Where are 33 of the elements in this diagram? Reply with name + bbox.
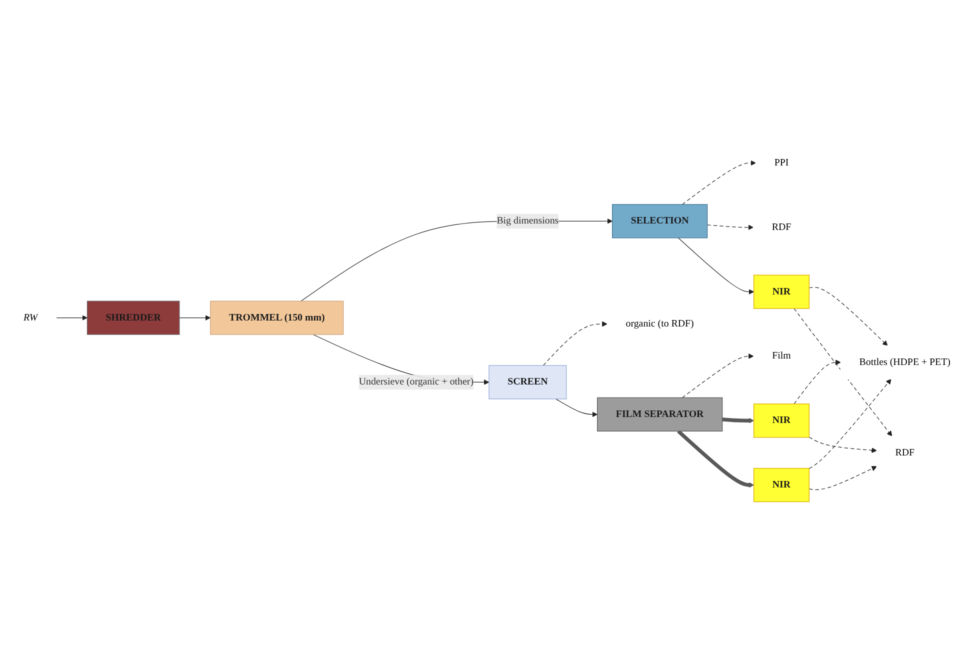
node-box: SCREEN bbox=[488, 365, 567, 400]
arrow bbox=[722, 418, 754, 424]
node-box: NIR bbox=[754, 274, 810, 309]
arrow bbox=[794, 360, 841, 404]
arrow bbox=[682, 353, 754, 398]
node-box: FILM SEPARATOR bbox=[597, 397, 723, 432]
node-text: RDF bbox=[772, 222, 792, 232]
arrow bbox=[794, 308, 892, 436]
node-box: SHREDDER bbox=[86, 300, 180, 335]
arrow bbox=[542, 321, 608, 366]
arrow bbox=[808, 287, 888, 346]
edge-label: Big dimensions bbox=[496, 216, 559, 226]
arrow bbox=[682, 160, 756, 205]
arrow bbox=[179, 315, 211, 321]
node-box: SELECTION bbox=[612, 204, 708, 238]
arrow bbox=[808, 378, 892, 469]
node-text: Bottles (HDPE + PET) bbox=[859, 356, 950, 368]
arrow bbox=[677, 430, 754, 488]
node-box: TROMMEL (150 mm) bbox=[210, 300, 344, 335]
node-box: NIR bbox=[754, 404, 810, 438]
node-text: organic (to RDF) bbox=[626, 318, 694, 329]
edge-label: Undersieve (organic + other) bbox=[358, 376, 474, 388]
arrow bbox=[678, 238, 754, 295]
arrow bbox=[555, 398, 598, 418]
node-text: RDF bbox=[895, 447, 914, 458]
node-box: NIR bbox=[754, 468, 810, 502]
node-text: RW bbox=[24, 312, 38, 323]
node-text: Film bbox=[772, 350, 791, 362]
arrow bbox=[808, 436, 877, 453]
arrow bbox=[56, 315, 88, 321]
arrow bbox=[707, 224, 754, 230]
node-text: PPI bbox=[774, 157, 789, 168]
arrow bbox=[808, 466, 877, 490]
